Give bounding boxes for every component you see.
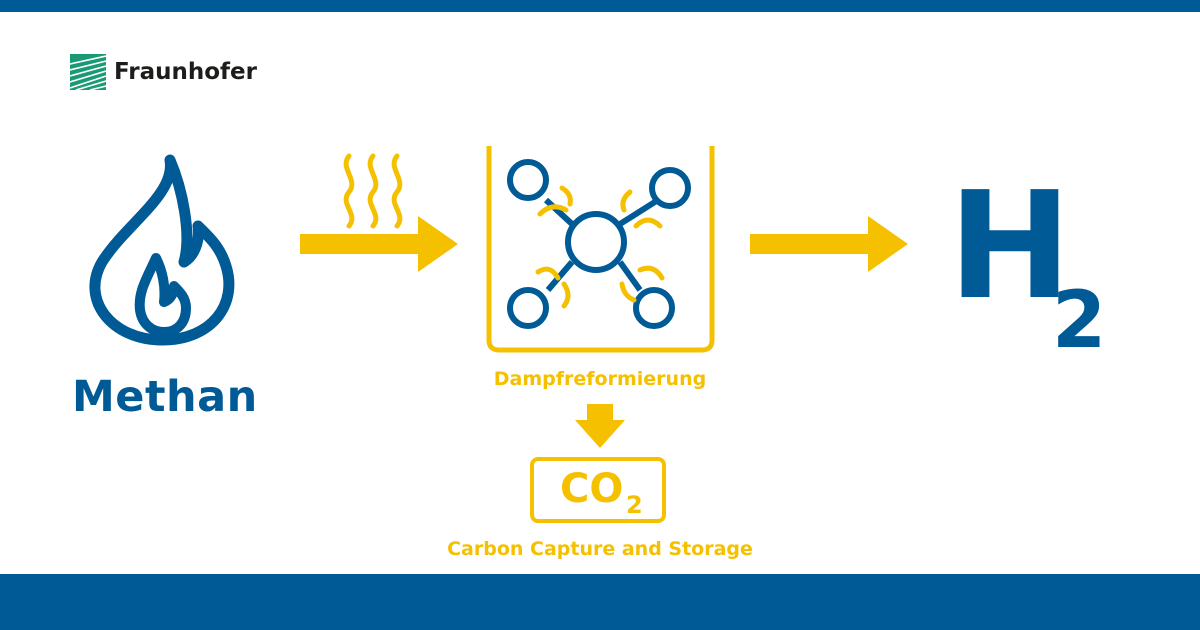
arrow-down-icon <box>575 404 625 448</box>
flame-icon <box>89 154 235 346</box>
molecule-reactor-icon <box>486 146 715 353</box>
hydrogen-formula: H <box>948 160 1072 332</box>
co2-formula: CO <box>560 466 624 512</box>
co2-subscript: 2 <box>626 491 643 519</box>
ccs-label: Carbon Capture and Storage <box>447 538 753 560</box>
arrow-right-icon <box>750 216 908 272</box>
process-label: Dampfreformierung <box>493 368 707 390</box>
bottom-bar <box>0 574 1200 630</box>
arrow-right-icon <box>300 216 458 272</box>
heat-waves-icon <box>343 153 403 229</box>
hydrogen-subscript: 2 <box>1052 276 1107 366</box>
co2-box: CO 2 <box>530 457 666 523</box>
top-bar <box>0 0 1200 12</box>
brand-name: Fraunhofer <box>114 59 257 85</box>
methane-label: Methan <box>72 372 258 422</box>
fraunhofer-logo: Fraunhofer <box>70 54 257 90</box>
fraunhofer-logo-icon <box>70 54 106 90</box>
